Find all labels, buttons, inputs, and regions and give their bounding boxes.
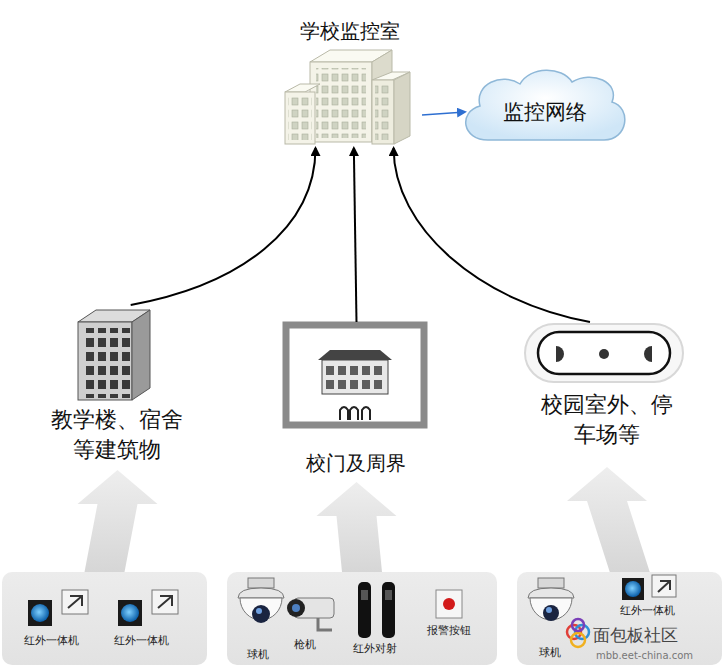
dome-camera: [238, 578, 284, 623]
network-cloud-node: 监控网络: [465, 68, 627, 148]
device-label: 球机: [247, 648, 269, 663]
node-label: 监控网络: [465, 98, 625, 126]
device-label: 红外一体机: [114, 634, 169, 649]
network-cloud: [466, 70, 625, 140]
connector-arrow: [131, 148, 316, 305]
campus-track: [525, 324, 683, 382]
device-panel-node: 球机 枪机 红外对射 报警按钮: [227, 572, 497, 665]
node-label: 学校监控室: [280, 18, 420, 45]
connector-arrow: [422, 112, 465, 115]
device-label: 枪机: [294, 638, 316, 653]
device-panel-node: 红外一体机 红外一体机: [2, 572, 207, 665]
node-label: 教学楼、宿舍等建筑物: [47, 405, 187, 464]
wide-arrow: [78, 470, 158, 572]
device-label: 红外一体机: [620, 604, 675, 619]
dome-camera: [528, 578, 574, 621]
monitor-room: 学校监控室: [280, 16, 422, 148]
teaching-building: [78, 310, 150, 400]
watermark-logo: [567, 619, 589, 647]
connector-arrow: [354, 148, 357, 322]
ir-camera: [622, 575, 676, 600]
building-node: 教学楼、宿舍等建筑物: [35, 305, 200, 470]
ir-beam-posts: [358, 582, 395, 638]
bullet-camera: [287, 598, 334, 630]
device-label: 红外一体机: [24, 634, 79, 649]
ir-camera: [118, 590, 178, 626]
device-label: 球机: [539, 646, 561, 661]
device-label: 报警按钮: [427, 624, 471, 639]
device-panel: [227, 572, 497, 665]
gate-frame: [286, 325, 424, 425]
gate-node: 校门及周界: [283, 322, 430, 482]
wide-arrow: [317, 482, 397, 572]
connector-arrow: [394, 148, 590, 322]
device-panel: [2, 572, 207, 665]
monitor-building: [285, 50, 410, 144]
alarm-button: [436, 590, 462, 618]
node-label: 校园室外、停车场等: [537, 390, 677, 449]
device-label: 红外对射: [353, 642, 397, 657]
device-panel: [517, 572, 722, 665]
ir-camera: [28, 590, 88, 626]
node-label: 校门及周界: [283, 450, 428, 477]
wide-arrow: [567, 467, 650, 572]
watermark-text: 面包板社区: [593, 624, 678, 647]
outdoor-node: 校园室外、停车场等: [522, 322, 692, 467]
watermark-url: mbb.eet-china.com: [596, 650, 693, 661]
